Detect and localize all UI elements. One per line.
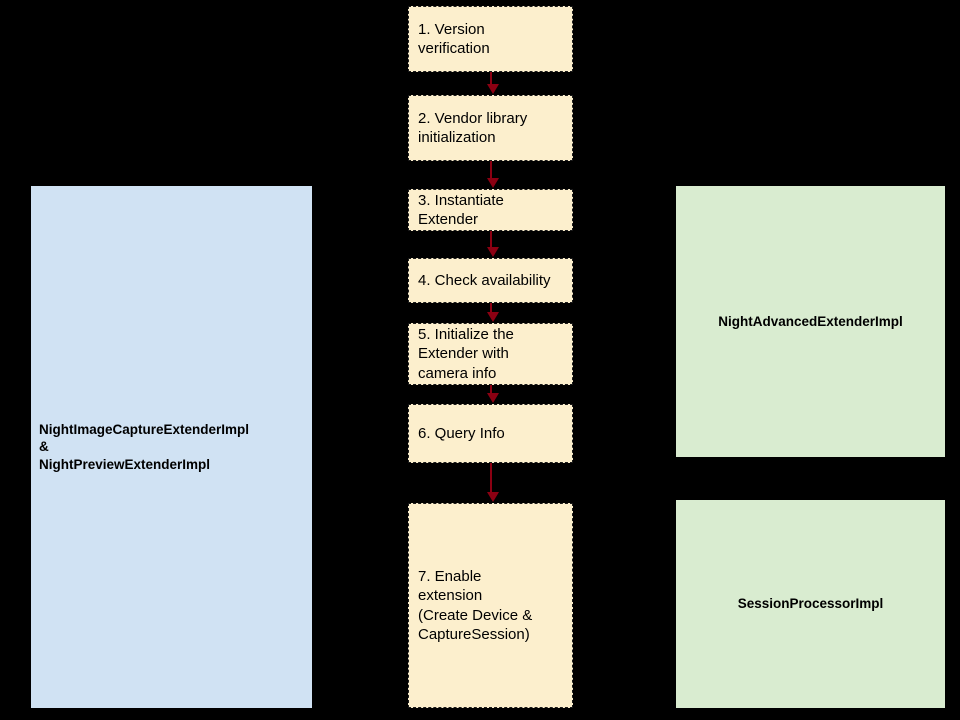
left-panel-night-basic-extenders[interactable]: NightImageCaptureExtenderImpl & NightPre… [31, 186, 312, 708]
flow-step-2-label: 2. Vendor library initialization [418, 109, 528, 146]
flow-step-4-check-availability[interactable]: 4. Check availability [408, 258, 573, 303]
left-panel-label: NightImageCaptureExtenderImpl & NightPre… [39, 422, 250, 472]
flow-step-2-vendor-library-initialization[interactable]: 2. Vendor library initialization [408, 95, 573, 161]
flow-step-7-label: 7. Enable extension (Create Device & Cap… [418, 568, 533, 643]
arrow-step2-to-step3 [487, 161, 499, 188]
flow-step-3-label: 3. Instantiate Extender [418, 191, 504, 228]
flow-step-5-initialize-extender[interactable]: 5. Initialize the Extender with camera i… [408, 323, 573, 385]
right-panel-label-advanced: NightAdvancedExtenderImpl [718, 313, 903, 329]
arrow-step6-to-step7 [487, 463, 499, 502]
flow-step-5-label: 5. Initialize the Extender with camera i… [418, 326, 514, 382]
arrow-step3-to-step4 [487, 231, 499, 257]
flow-step-6-label: 6. Query Info [418, 424, 505, 442]
flow-step-3-instantiate-extender[interactable]: 3. Instantiate Extender [408, 189, 573, 231]
arrow-step5-to-step6 [487, 385, 499, 403]
right-panel-session-processor[interactable]: SessionProcessorImpl [676, 500, 945, 708]
flow-step-6-query-info[interactable]: 6. Query Info [408, 404, 573, 463]
right-panel-label-session-processor: SessionProcessorImpl [737, 596, 884, 612]
flow-step-1-version-verification[interactable]: 1. Version verification [408, 6, 573, 72]
flow-step-1-label: 1. Version verification [418, 20, 490, 57]
arrow-step4-to-step5 [487, 303, 499, 322]
flow-step-4-label: 4. Check availability [418, 271, 551, 289]
right-panel-night-advanced-extender[interactable]: NightAdvancedExtenderImpl [676, 186, 945, 457]
arrow-step1-to-step2 [487, 72, 499, 94]
flow-step-7-enable-extension[interactable]: 7. Enable extension (Create Device & Cap… [408, 503, 573, 708]
